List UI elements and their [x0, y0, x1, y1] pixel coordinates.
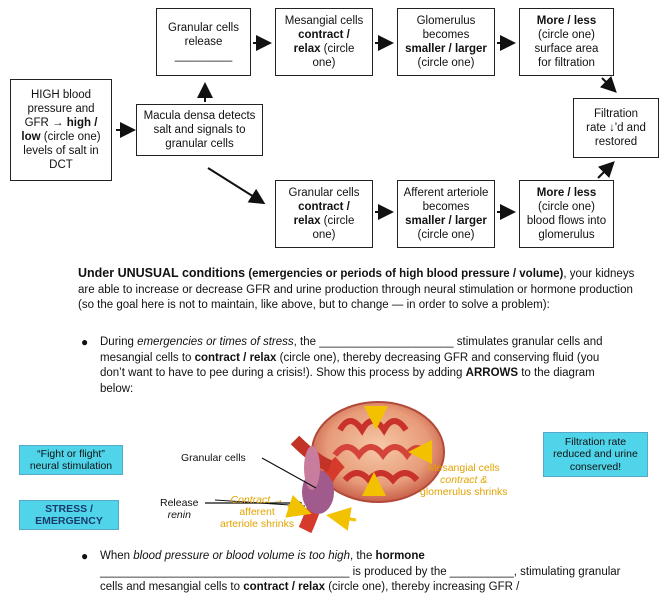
granular-release-box: Granular cells release _________ [156, 8, 251, 76]
bullet-emergency: ● During emergencies or times of stress,… [81, 335, 603, 395]
fight-or-flight-label: “Fight or flight” neural stimulation [19, 445, 123, 475]
kidney-illustration: “Fight or flight” neural stimulation STR… [0, 400, 667, 550]
afferent-arteriole-box: Afferent arteriole becomes smaller / lar… [397, 180, 495, 248]
arrow-surface-to-filtration [599, 75, 617, 93]
mesangial-contract-label: Mesangial cells contract & glomerulus sh… [420, 462, 508, 498]
contract-afferent-label: Contract → afferent arteriole shrinks [220, 494, 295, 530]
bullet-high-pressure: ● When blood pressure or blood volume is… [81, 549, 621, 593]
granular-contract-box: Granular cells contract / relax (circle … [275, 180, 373, 248]
blood-flow-box: More / less (circle one) blood flows int… [519, 180, 614, 248]
surface-area-box: More / less (circle one) surface area fo… [519, 8, 614, 76]
filtration-conserved-label: Filtration rate reduced and urine conser… [543, 432, 648, 477]
unusual-conditions-paragraph: Under UNUSUAL conditions (emergencies or… [78, 266, 635, 311]
section-heading: Under UNUSUAL conditions [78, 266, 246, 280]
release-renin-label: Release renin [160, 497, 199, 521]
granular-cells-label: Granular cells [181, 452, 246, 464]
arrow-macula-to-granular-contract [207, 167, 266, 205]
mesangial-box: Mesangial cells contract / relax (circle… [275, 8, 373, 76]
macula-densa-box: Macula densa detects salt and signals to… [136, 104, 263, 156]
glomerulus-box: Glomerulus becomes smaller / larger (cir… [397, 8, 495, 76]
flow-arrows [116, 35, 617, 220]
arrow-bloodflow-to-filtration [597, 161, 615, 179]
glomerulus-illustration [205, 401, 445, 534]
filtration-restored-box: Filtration rate ↓'d and restored [573, 98, 659, 158]
start-box: HIGH blood pressure and GFR → high / low… [10, 79, 112, 181]
stress-emergency-label: STRESS / EMERGENCY [19, 500, 119, 530]
